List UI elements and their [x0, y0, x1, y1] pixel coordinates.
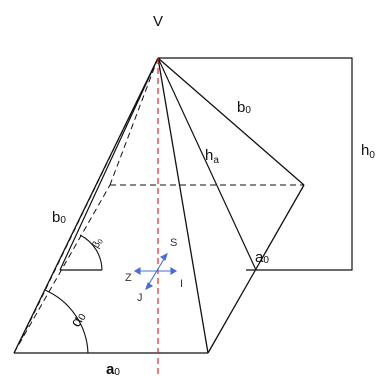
apothem-label: ha	[205, 147, 219, 166]
apex-label: V	[153, 13, 163, 30]
angle-alpha-arc	[44, 289, 89, 354]
apothem-line	[157, 57, 257, 271]
compass	[133, 252, 178, 291]
left-construction-dashed	[21, 57, 159, 339]
angle-alpha-label: α0	[67, 309, 89, 330]
height-construction-rect	[158, 57, 353, 271]
angle-beta-arc	[79, 234, 103, 271]
slant-edge-right-label: b0	[237, 99, 251, 116]
compass-i-label: I	[180, 278, 183, 290]
compass-s-label: S	[170, 237, 177, 249]
lateral-edge-back-left-dashed	[109, 57, 159, 186]
slant-edge-left-label: b0	[52, 209, 66, 226]
lateral-edge-front-right	[157, 57, 209, 354]
compass-j-label: J	[137, 292, 143, 304]
height-label: h0	[361, 142, 375, 161]
compass-z-label: Z	[125, 272, 132, 284]
angle-beta-label: β0	[91, 236, 105, 250]
base-edge-right-label: a0	[255, 249, 269, 266]
base-edge-bottom-label: a0	[106, 361, 120, 376]
left-construction-edge	[59, 57, 159, 271]
base-edge-left-dashed	[13, 184, 111, 354]
lateral-edge-back-right	[157, 57, 305, 186]
